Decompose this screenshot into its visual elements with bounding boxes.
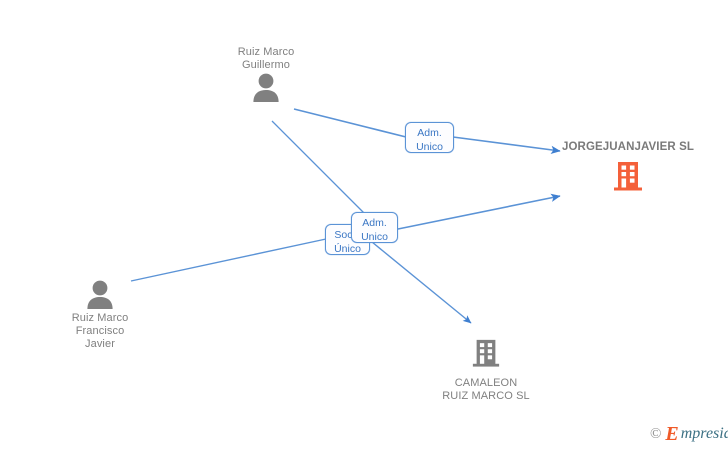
- edge-adm-unico-middle-to-jorgejuanjavier: [397, 193, 561, 230]
- node-label-ruiz-marco-guillermo: Ruiz Marco Guillermo: [237, 46, 295, 71]
- node-label-camaleon-ruiz-marco-sl: CAMALEON RUIZ MARCO SL: [442, 377, 530, 402]
- node-company-jorgejuanjavier-sl[interactable]: JORGEJUANJAVIER SL: [548, 141, 708, 197]
- relation-box-adm-unico-middle[interactable]: Adm. Unico: [351, 212, 398, 243]
- node-person-ruiz-marco-guillermo[interactable]: Ruiz Marco Guillermo: [206, 46, 326, 102]
- relation-box-adm-unico-top[interactable]: Adm. Unico: [405, 122, 454, 153]
- person-icon: [206, 72, 326, 102]
- edge-adm-unico-middle-to-camaleon: [371, 241, 472, 324]
- building-icon: [471, 338, 501, 368]
- empresia-watermark: © E mpresia: [650, 423, 728, 445]
- edge-francisco-javier-to-socio-unico: [130, 238, 327, 282]
- node-label-jorgejuanjavier-sl: JORGEJUANJAVIER SL: [562, 141, 694, 153]
- edge-guillermo-to-adm-unico-top: [293, 108, 407, 138]
- node-company-camaleon-ruiz-marco-sl[interactable]: CAMALEON RUIZ MARCO SL: [406, 338, 566, 403]
- copyright-icon: ©: [650, 425, 662, 442]
- node-label-ruiz-marco-francisco-javier: Ruiz Marco Francisco Javier: [71, 312, 129, 350]
- brand-initial: E: [665, 423, 679, 445]
- brand-name: mpresia: [680, 425, 728, 442]
- person-icon: [40, 279, 160, 309]
- building-icon: [612, 160, 644, 192]
- edge-guillermo-to-adm-unico-middle: [271, 120, 365, 214]
- node-person-ruiz-marco-francisco-javier[interactable]: Ruiz Marco Francisco Javier: [40, 279, 160, 351]
- edge-adm-unico-top-to-jorgejuanjavier: [452, 136, 561, 154]
